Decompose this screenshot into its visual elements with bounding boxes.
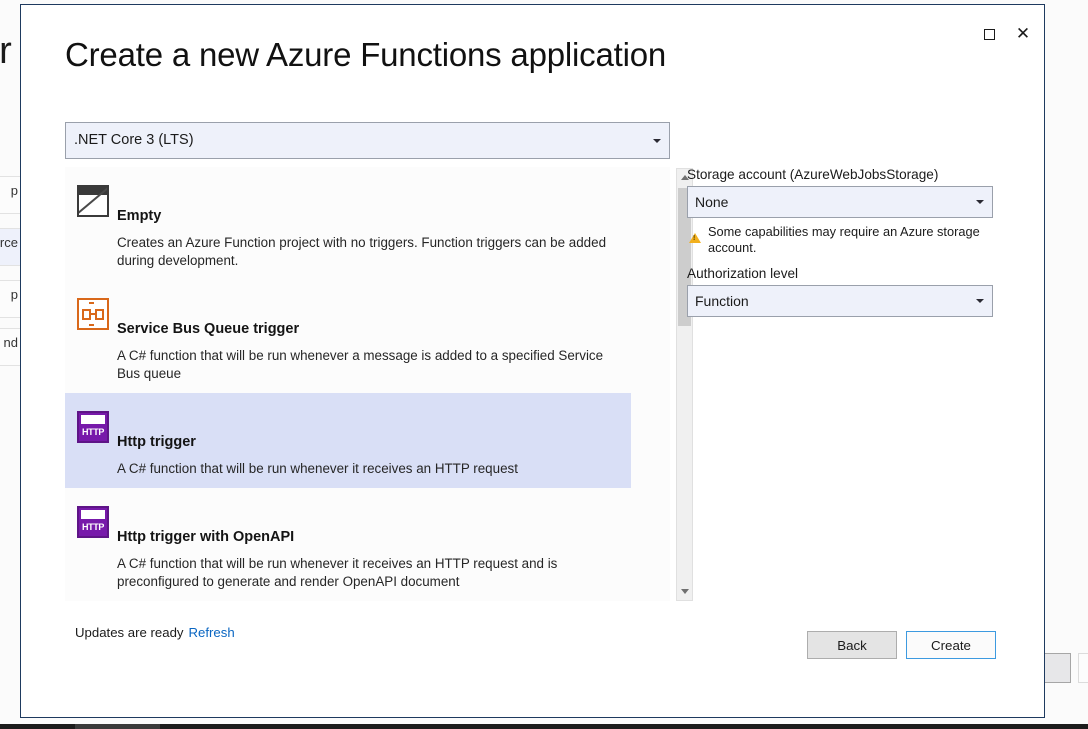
list-item[interactable]: HTTP Http trigger with OpenAPI A C# func…: [65, 488, 631, 601]
background-list-item-label: p: [10, 287, 18, 302]
empty-project-icon: [77, 185, 109, 217]
authorization-level-value: Function: [695, 293, 749, 309]
template-description: A C# function that will be run whenever …: [117, 348, 604, 381]
list-item[interactable]: Service Bus Queue trigger A C# function …: [65, 280, 631, 393]
template-name: Empty: [117, 208, 162, 224]
create-button[interactable]: Create: [906, 631, 996, 659]
chevron-down-icon: [653, 138, 661, 143]
back-button[interactable]: Back: [807, 631, 897, 659]
updates-status: Updates are ready Refresh: [75, 625, 235, 640]
close-button[interactable]: ✕: [1006, 19, 1040, 49]
warning-icon: [689, 233, 701, 243]
storage-warning: Some capabilities may require an Azure s…: [687, 224, 998, 256]
template-description: Creates an Azure Function project with n…: [117, 235, 607, 268]
refresh-link[interactable]: Refresh: [188, 625, 235, 640]
scroll-down-button[interactable]: [677, 583, 692, 600]
authorization-level-label: Authorization level: [687, 266, 799, 281]
background-list-item[interactable]: p: [0, 176, 20, 214]
chevron-down-icon: [976, 299, 984, 303]
background-button-primary[interactable]: [1041, 653, 1071, 683]
chevron-down-icon: [976, 200, 984, 204]
taskbar-item[interactable]: [75, 724, 160, 729]
scroll-up-button[interactable]: [677, 169, 692, 186]
template-description: A C# function that will be run whenever …: [117, 461, 518, 476]
background-list-item-label: p: [10, 183, 18, 198]
page-title: Create a new Azure Functions application: [65, 36, 667, 73]
background-list-item[interactable]: p: [0, 280, 20, 318]
storage-warning-text: Some capabilities may require an Azure s…: [708, 224, 980, 255]
template-description: A C# function that will be run whenever …: [117, 556, 558, 589]
template-name: Http trigger with OpenAPI: [117, 529, 295, 545]
background-list-item[interactable]: nd: [0, 328, 20, 366]
updates-status-text: Updates are ready: [75, 625, 184, 640]
storage-account-value: None: [695, 194, 729, 210]
options-panel: Storage account (AzureWebJobsStorage) No…: [687, 167, 1007, 323]
scroll-up-icon: [680, 175, 689, 180]
background-list-item-label: urce: [0, 235, 18, 250]
background-button-secondary[interactable]: [1078, 653, 1088, 683]
background-list-item[interactable]: urce: [0, 228, 20, 266]
service-bus-icon: [77, 298, 109, 330]
scroll-down-icon: [680, 589, 689, 594]
close-icon: ✕: [1015, 23, 1031, 44]
authorization-level-dropdown[interactable]: Function: [687, 285, 993, 317]
framework-dropdown[interactable]: .NET Core 3 (LTS): [65, 122, 670, 159]
taskbar: [0, 724, 1088, 729]
http-icon: HTTP: [77, 411, 109, 443]
background-list-item-label: nd: [3, 335, 18, 350]
maximize-button[interactable]: [972, 19, 1006, 49]
template-name: Http trigger: [117, 434, 196, 450]
template-list[interactable]: Empty Creates an Azure Function project …: [65, 167, 670, 601]
http-icon: HTTP: [77, 506, 109, 538]
background-title: ur: [0, 30, 12, 72]
maximize-icon: [983, 28, 995, 40]
template-list-scrollbar[interactable]: [676, 168, 693, 601]
list-item[interactable]: Empty Creates an Azure Function project …: [65, 167, 631, 280]
storage-account-label: Storage account (AzureWebJobsStorage): [687, 167, 939, 182]
framework-dropdown-value: .NET Core 3 (LTS): [74, 132, 194, 148]
storage-account-dropdown[interactable]: None: [687, 186, 993, 218]
list-item-selected[interactable]: HTTP Http trigger A C# function that wil…: [65, 393, 631, 488]
template-name: Service Bus Queue trigger: [117, 321, 300, 337]
create-functions-dialog: ✕ Create a new Azure Functions applicati…: [20, 4, 1045, 718]
